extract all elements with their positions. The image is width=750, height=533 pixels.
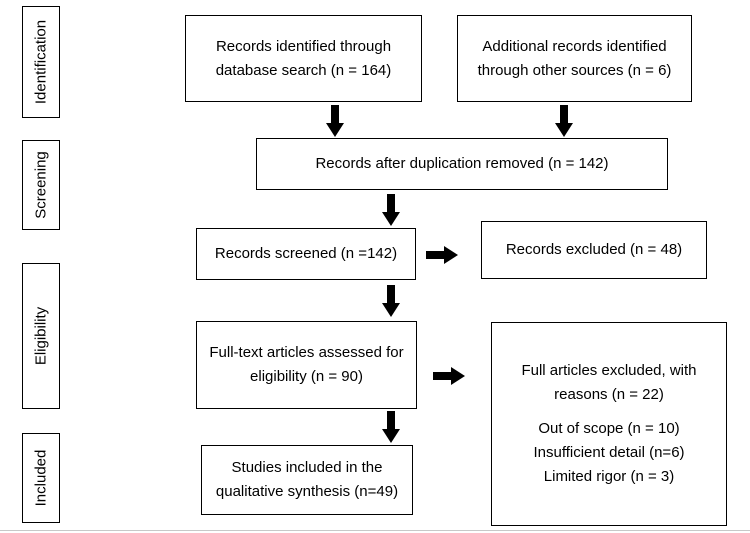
bottom-divider [0,530,750,531]
full-articles-excluded-box: Full articles excluded, with reasons (n … [491,322,727,526]
records-screened-text: Records screened (n =142) [214,245,398,262]
stage-included: Included [22,433,60,523]
studies-included-text-1: Studies included in the [231,459,383,476]
arrow-right-icon [426,246,458,264]
database-search-text-1: Records identified through [215,37,392,55]
stage-identification-label: Identification [32,19,50,105]
full-text-assessed-box: Full-text articles assessed for eligibil… [196,321,417,409]
arrow-down-icon [382,285,400,317]
database-search-box: Records identified through database sear… [185,15,422,102]
stage-eligibility-label: Eligibility [32,306,50,366]
stage-screening-label: Screening [32,151,50,219]
exclusion-reason-insufficient-detail: Insufficient detail (n=6) [533,444,685,461]
duplicates-removed-box: Records after duplication removed (n = 1… [256,138,668,190]
other-sources-text-1: Additional records identified [482,37,667,55]
other-sources-text-2: through other sources (n = 6) [477,61,672,79]
arrow-down-icon [382,411,400,443]
full-articles-excluded-heading-1: Full articles excluded, with [521,362,697,379]
stage-identification: Identification [22,6,60,118]
full-articles-excluded-heading-2: reasons (n = 22) [554,386,664,403]
records-excluded-box: Records excluded (n = 48) [481,221,707,279]
studies-included-box: Studies included in the qualitative synt… [201,445,413,515]
records-excluded-text: Records excluded (n = 48) [505,241,683,258]
exclusion-reason-limited-rigor: Limited rigor (n = 3) [543,468,675,485]
full-text-assessed-text-1: Full-text articles assessed for [209,344,404,361]
other-sources-box: Additional records identified through ot… [457,15,692,102]
database-search-text-2: database search (n = 164) [215,61,392,79]
duplicates-removed-text: Records after duplication removed (n = 1… [315,155,609,172]
studies-included-text-2: qualitative synthesis (n=49) [215,483,399,500]
stage-included-label: Included [32,449,50,507]
arrow-down-icon [555,105,573,137]
stage-screening: Screening [22,140,60,230]
arrow-down-icon [382,194,400,226]
records-screened-box: Records screened (n =142) [196,228,416,280]
stage-eligibility: Eligibility [22,263,60,409]
full-text-assessed-text-2: eligibility (n = 90) [250,368,363,385]
arrow-right-icon [433,367,465,385]
arrow-down-icon [326,105,344,137]
exclusion-reason-out-of-scope: Out of scope (n = 10) [538,420,680,437]
